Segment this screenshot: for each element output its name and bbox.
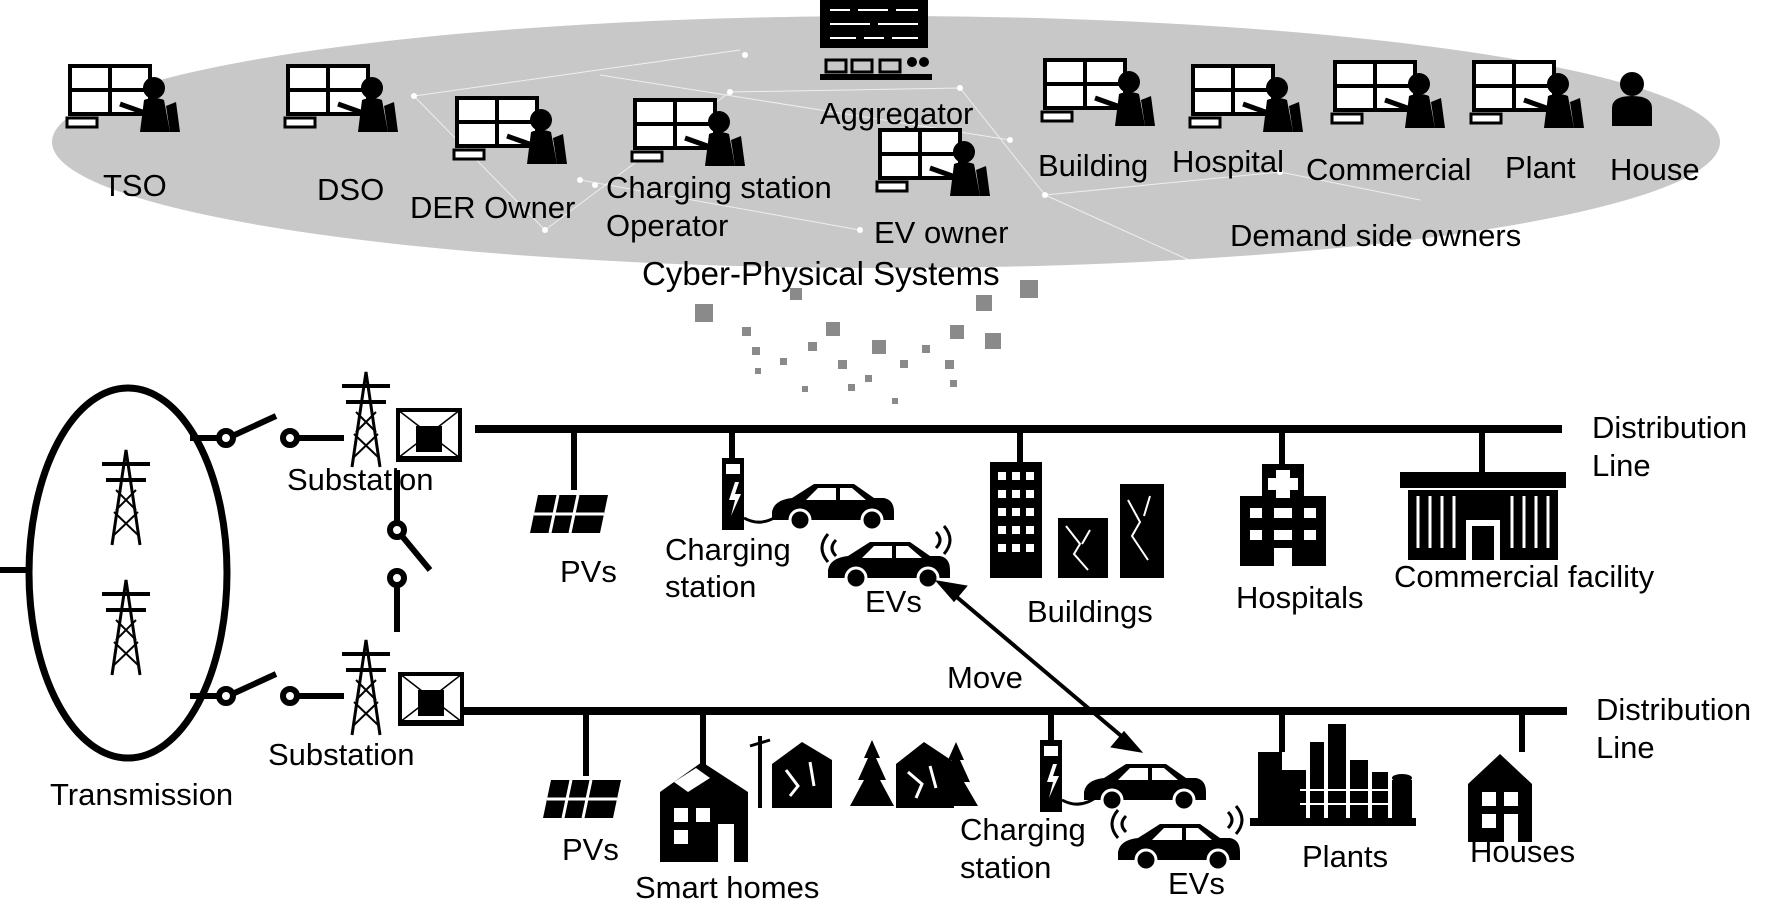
- lower-pvs-label: PVs: [562, 832, 619, 867]
- smart-homes-label: Smart homes: [635, 870, 819, 905]
- building-label: Building: [1038, 148, 1148, 183]
- upper-pvs-label: PVs: [560, 554, 617, 589]
- data-particles: [695, 280, 1038, 404]
- lower-ev-wireless-icon: [1110, 805, 1244, 839]
- house-label: House: [1610, 152, 1700, 187]
- upper-distribution-label-line2: Line: [1592, 448, 1651, 483]
- commercial-facility-label: Commercial facility: [1394, 559, 1655, 594]
- lower-substation-tower-icon: [340, 638, 392, 737]
- plants-label: Plants: [1302, 839, 1388, 874]
- hospital-icon: [1240, 464, 1326, 566]
- lower-pv-panel-icon: [541, 778, 623, 820]
- upper-charging-station-label-line2: station: [665, 569, 756, 604]
- charging-station-operator-label-line1: Charging station: [606, 170, 832, 205]
- lower-evs-label: EVs: [1168, 866, 1225, 901]
- der-owner-label: DER Owner: [410, 190, 575, 225]
- upper-ev-car-icon: [826, 540, 952, 590]
- upper-evs-label: EVs: [865, 584, 922, 619]
- ev-move-arrow: [934, 580, 1144, 753]
- tie-switch: [387, 470, 433, 632]
- upper-distribution-label-line1: Distribution: [1592, 410, 1747, 445]
- lower-charging-station-label-line1: Charging: [960, 812, 1086, 847]
- tso-label: TSO: [103, 168, 167, 203]
- upper-switch-assembly: [190, 413, 344, 448]
- damaged-houses-trees-icon: [749, 736, 978, 808]
- buildings-icon: [990, 462, 1164, 578]
- dso-label: DSO: [317, 172, 384, 207]
- demand-side-owners-label: Demand side owners: [1230, 218, 1521, 253]
- commercial-label: Commercial: [1306, 152, 1471, 187]
- network-nodes: [411, 52, 1283, 233]
- plants-icon: [1250, 724, 1416, 826]
- lower-substation-transformer-icon: [396, 672, 466, 728]
- transmission-tower-icon-upper: [100, 448, 152, 547]
- transmission-label: Transmission: [50, 777, 233, 812]
- upper-substation-transformer-icon: [394, 408, 464, 464]
- hospital-label: Hospital: [1172, 144, 1284, 179]
- houses-label: Houses: [1470, 834, 1575, 869]
- charging-station-operator-label-line2: Operator: [606, 208, 728, 243]
- lower-distribution-label-line2: Line: [1596, 730, 1655, 765]
- commercial-facility-icon: [1400, 472, 1566, 560]
- lower-distribution-label-line1: Distribution: [1596, 692, 1751, 727]
- hospitals-label: Hospitals: [1236, 580, 1364, 615]
- buildings-label: Buildings: [1027, 594, 1153, 629]
- upper-pv-panel-icon: [528, 493, 610, 535]
- plant-label: Plant: [1505, 150, 1576, 185]
- upper-substation-tower-icon: [340, 370, 392, 469]
- move-label: Move: [947, 660, 1023, 695]
- lower-charger-icon: [1038, 738, 1100, 814]
- lower-substation-label: Substation: [268, 737, 415, 772]
- plants-pipes-icon: [1300, 789, 1390, 805]
- transmission-tower-icon-lower: [100, 578, 152, 677]
- aggregator-control-room-icon: [820, 0, 932, 80]
- house-icon: [1468, 754, 1532, 842]
- smart-home-icon: [660, 762, 748, 862]
- lower-charging-station-label-line2: station: [960, 850, 1051, 885]
- transmission-loop: [25, 384, 231, 762]
- upper-charger-icon: [720, 456, 782, 532]
- upper-charging-car-icon: [770, 482, 896, 532]
- upper-substation-label: Substation: [287, 462, 434, 497]
- aggregator-label: Aggregator: [820, 96, 973, 131]
- cyber-physical-systems-title: Cyber-Physical Systems: [642, 255, 1000, 292]
- lower-charging-car-icon: [1082, 762, 1208, 812]
- lower-switch-assembly: [190, 671, 344, 706]
- upper-ev-wireless-icon: [820, 525, 952, 563]
- ev-owner-label: EV owner: [874, 215, 1008, 250]
- upper-charging-station-label-line1: Charging: [665, 532, 791, 567]
- house-owner-person-icon: [1612, 72, 1652, 126]
- lower-ev-car-icon: [1116, 822, 1242, 872]
